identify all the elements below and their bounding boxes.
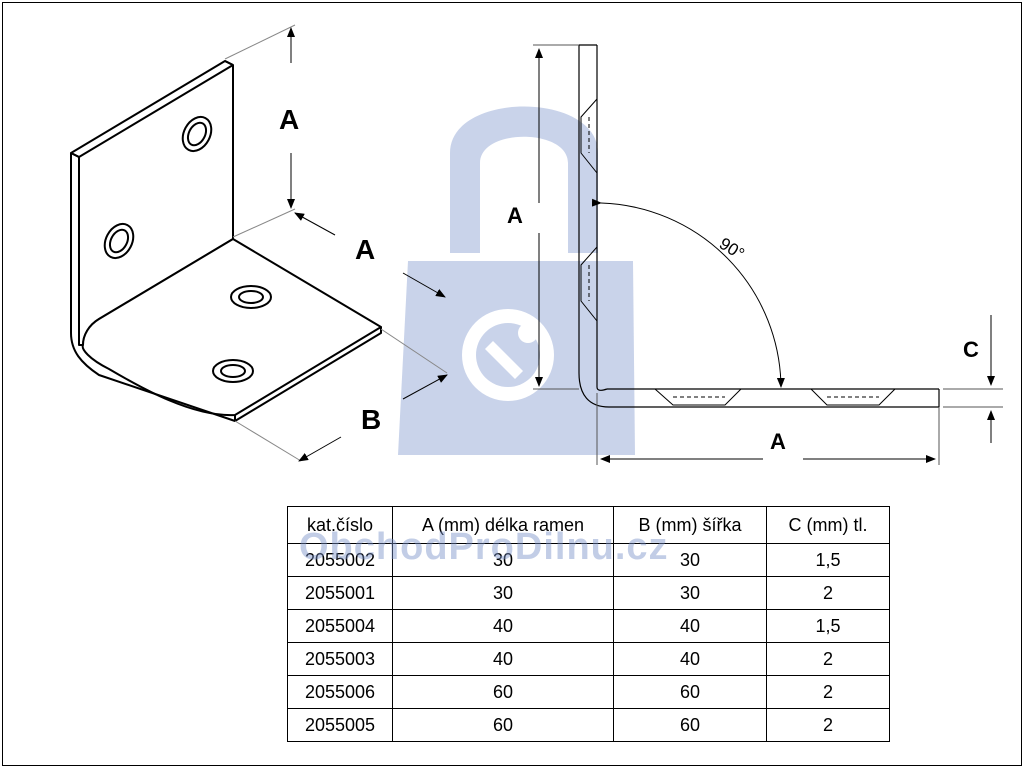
cell-cat-number: 2055003	[287, 642, 393, 676]
side-dim-c-thickness: C	[963, 337, 979, 362]
cell-b: 60	[613, 708, 767, 742]
iso-dim-b-width: B	[361, 404, 381, 435]
cell-c: 2	[766, 675, 890, 709]
table-row: 2055006 60 60 2	[287, 675, 890, 709]
cell-a: 30	[392, 576, 614, 610]
cell-cat-number: 2055004	[287, 609, 393, 643]
cell-c: 1,5	[766, 609, 890, 643]
cell-b: 60	[613, 675, 767, 709]
table-row: 2055004 40 40 1,5	[287, 609, 890, 643]
cell-c: 2	[766, 708, 890, 742]
table-row: 2055001 30 30 2	[287, 576, 890, 610]
side-view-hidden-lines	[588, 117, 879, 398]
cell-c: 1,5	[766, 543, 890, 577]
cell-cat-number: 2055006	[287, 675, 393, 709]
iso-dim-a-vertical: A	[279, 104, 299, 135]
table-row: 2055003 40 40 2	[287, 642, 890, 676]
watermark-logo	[398, 106, 635, 455]
cell-cat-number: 2055005	[287, 708, 393, 742]
cell-b: 30	[613, 576, 767, 610]
spec-table: kat.číslo A (mm) délka ramen B (mm) šířk…	[287, 506, 890, 742]
cell-a: 40	[392, 642, 614, 676]
cell-cat-number: 2055002	[287, 543, 393, 577]
cell-cat-number: 2055001	[287, 576, 393, 610]
iso-dimensions	[224, 24, 448, 462]
angle-label: 90°	[716, 234, 748, 264]
side-view-dimensions	[533, 44, 1003, 465]
cell-c: 2	[766, 642, 890, 676]
technical-drawing: A A B	[70, 24, 1003, 465]
side-dim-a-vertical: A	[507, 203, 523, 228]
header-cat-number: kat.číslo	[287, 506, 393, 544]
cell-a: 30	[392, 543, 614, 577]
header-b-width: B (mm) šířka	[613, 506, 767, 544]
cell-c: 2	[766, 576, 890, 610]
cell-a: 60	[392, 708, 614, 742]
cell-b: 40	[613, 609, 767, 643]
header-c-thickness: C (mm) tl.	[766, 506, 890, 544]
side-dim-a-horizontal: A	[770, 429, 786, 454]
cell-b: 40	[613, 642, 767, 676]
table-header-row: kat.číslo A (mm) délka ramen B (mm) šířk…	[287, 506, 890, 544]
header-a-length: A (mm) délka ramen	[392, 506, 614, 544]
table-row: 2055005 60 60 2	[287, 708, 890, 742]
cell-b: 30	[613, 543, 767, 577]
table-row: 2055002 30 30 1,5	[287, 543, 890, 577]
cell-a: 40	[392, 609, 614, 643]
iso-bracket	[70, 60, 382, 422]
iso-dim-a-depth: A	[355, 234, 375, 265]
cell-a: 60	[392, 675, 614, 709]
